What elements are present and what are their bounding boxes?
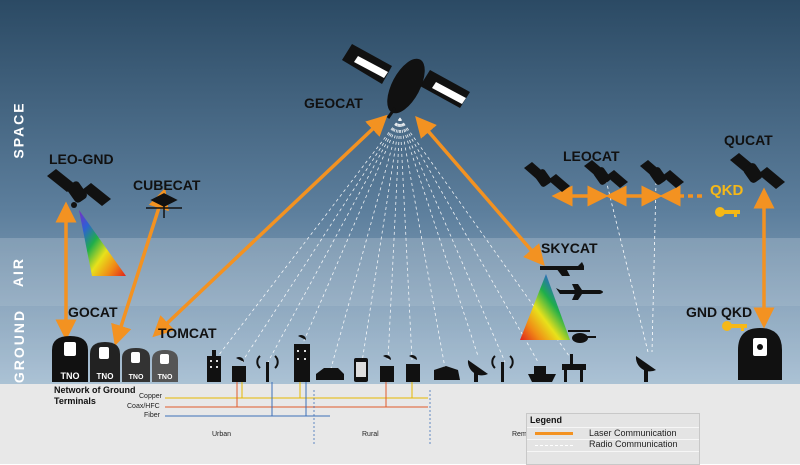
- building-icon-3: [406, 355, 420, 382]
- geocat-satellite-icon: [342, 44, 470, 119]
- terminal-badge: TNO: [61, 371, 80, 381]
- cable-label-copper: Copper: [139, 393, 162, 400]
- ground-terminal-icon-1: TNO: [52, 336, 88, 382]
- area-dividers: [313, 390, 431, 445]
- label-gnd-qkd: GND QKD: [686, 304, 753, 320]
- label-geocat: GEOCAT: [304, 95, 363, 111]
- cubecat-satellite-icon: [146, 193, 182, 218]
- helicopter-icon: [568, 330, 596, 343]
- legend: Legend Laser Communication Radio Communi…: [526, 413, 700, 465]
- satellite-dish-icon-1: [467, 360, 488, 382]
- zone-label-ground: GROUND: [11, 308, 28, 384]
- ground-silhouettes: [207, 335, 656, 382]
- smartphone-icon: [354, 358, 368, 382]
- car-icon-1: [316, 368, 344, 380]
- network-title-line1: Network of Ground: [54, 385, 136, 395]
- house-dish-icon-1: [232, 357, 246, 382]
- leocat-satellite-icon-1: [524, 162, 570, 192]
- label-qucat: QUCAT: [724, 132, 773, 148]
- ground-terminals: TNO TNO TNO TNO: [52, 336, 178, 382]
- leo-gnd-satellite-icon: [47, 169, 111, 208]
- link-geocat-tomcat: [152, 114, 388, 338]
- terminal-badge: TNO: [97, 372, 114, 381]
- zone-label-air: AIR: [10, 256, 27, 288]
- area-label-partial: Rem: [512, 431, 527, 438]
- label-leo-gnd: LEO-GND: [49, 151, 114, 167]
- area-label-urban: Urban: [212, 431, 232, 438]
- ground-terminal-icon-3: TNO: [122, 348, 150, 382]
- legend-label-radio: Radio Communication: [589, 439, 678, 449]
- drone-icon: [540, 262, 584, 276]
- terminal-badge: TNO: [129, 374, 144, 381]
- legend-label-laser: Laser Communication: [589, 428, 677, 438]
- gnd-qkd-key-icon: [722, 321, 747, 331]
- cable-label-fiber: Fiber: [144, 412, 160, 419]
- link-geocat-skycat: [415, 116, 545, 266]
- building-icon-1: [207, 350, 221, 382]
- label-qkd: QKD: [710, 182, 744, 199]
- label-cubecat: CUBECAT: [133, 177, 201, 193]
- oil-platform-icon: [562, 354, 586, 382]
- ship-icon: [528, 366, 556, 382]
- legend-row-laser: Laser Communication: [527, 427, 699, 439]
- terminal-badge: TNO: [158, 374, 173, 381]
- airplane-icon: [556, 284, 603, 300]
- qucat-satellite-icon: [730, 153, 785, 189]
- satellite-dish-icon-2: [635, 356, 656, 382]
- skycat-beam-icon: [520, 274, 570, 340]
- legend-swatch-laser: [535, 432, 573, 435]
- legend-row-radio: Radio Communication: [527, 439, 699, 451]
- legend-swatch-radio: [535, 445, 573, 446]
- qkd-key-icon: [715, 207, 740, 217]
- label-tomcat: TOMCAT: [158, 325, 217, 341]
- network-title-line2: Terminals: [54, 396, 96, 406]
- label-leocat: LEOCAT: [563, 148, 620, 164]
- house-dish-icon-2: [380, 355, 394, 382]
- legend-title: Legend: [530, 415, 563, 425]
- ground-terminal-icon-4: TNO: [152, 350, 178, 382]
- radio-links-leocat: [605, 179, 657, 353]
- leo-gnd-beam-icon: [79, 210, 126, 276]
- label-gocat: GOCAT: [68, 304, 118, 320]
- zone-label-space: SPACE: [10, 101, 27, 159]
- cable-label-coax: Coax/HFC: [127, 403, 160, 410]
- cable-lines: [165, 382, 428, 417]
- building-icon-2: [294, 335, 310, 382]
- leocat-satellite-icon-2: [584, 160, 628, 188]
- ground-terminal-icon-2: TNO: [90, 342, 120, 382]
- leocat-satellite-icon-3: [640, 160, 684, 188]
- van-icon: [434, 366, 460, 380]
- gnd-qkd-observatory-icon: [738, 328, 782, 380]
- legend-row-empty: [527, 451, 699, 463]
- label-skycat: SKYCAT: [541, 240, 598, 256]
- area-label-rural: Rural: [362, 431, 379, 438]
- laser-links: [55, 114, 775, 347]
- radio-tower-icon-2: [491, 355, 514, 382]
- radio-tower-icon-1: [256, 355, 279, 382]
